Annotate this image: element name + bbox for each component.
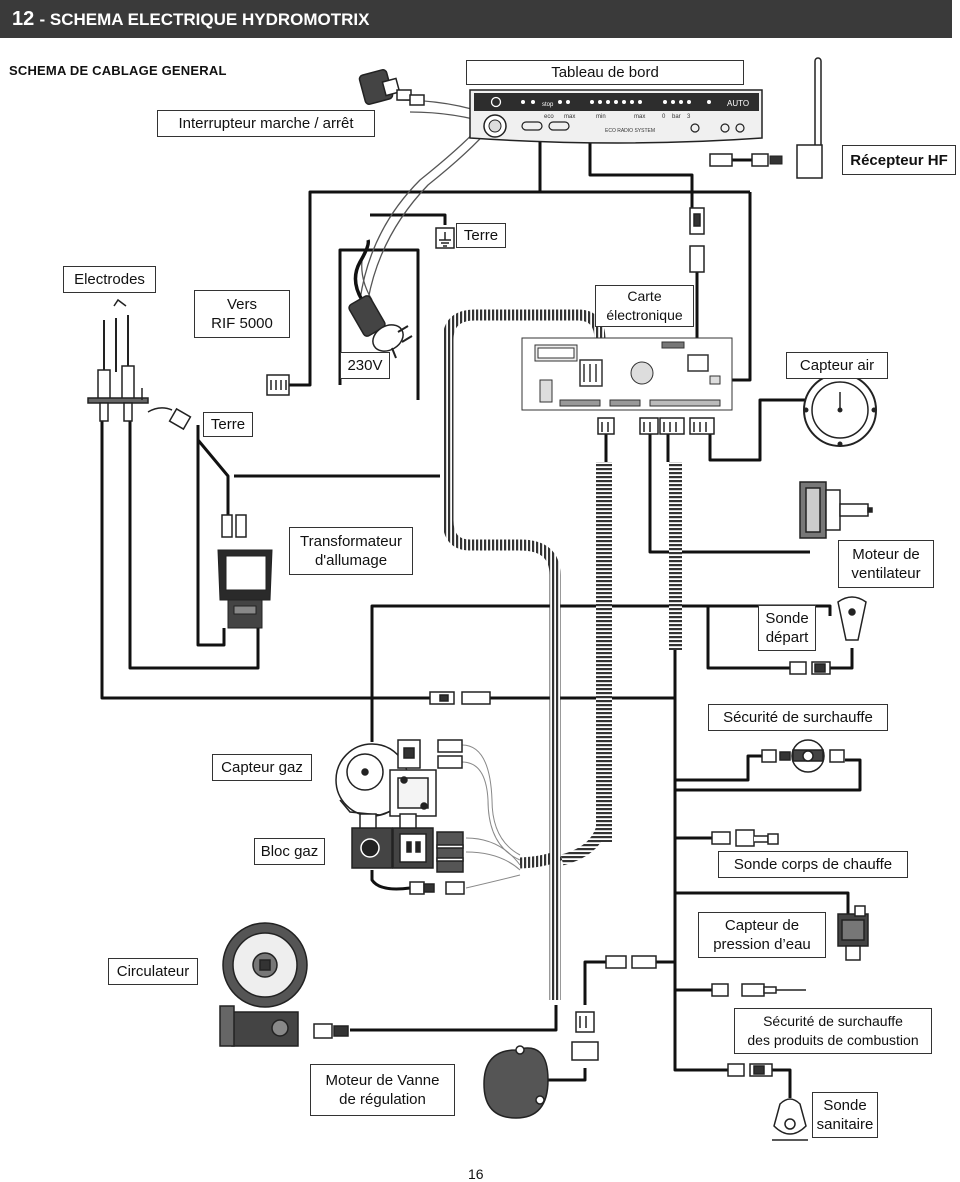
overheat-safety-icon xyxy=(761,739,845,773)
label-terre-electrodes: Terre xyxy=(203,412,253,437)
label-circulateur: Circulateur xyxy=(108,958,198,985)
section-title: - SCHEMA ELECTRIQUE HYDROMOTRIX xyxy=(39,10,370,29)
hf-receiver-icon xyxy=(709,57,823,179)
label-text: sanitaire xyxy=(816,1116,874,1133)
sanitary-sensor-icon xyxy=(727,1063,808,1141)
flow-sensor-icon xyxy=(789,596,867,675)
gas-block-wires xyxy=(461,744,521,889)
electrodes-icon xyxy=(87,298,192,431)
label-securite-produits: Sécurité de surchauffe des produits de co… xyxy=(734,1008,932,1054)
panel-eco-radio-label: ECO RADIO SYSTEM xyxy=(605,128,655,134)
label-text: Tableau de bord xyxy=(551,64,659,81)
label-text: des produits de combustion xyxy=(747,1032,919,1048)
section-number: 12 xyxy=(12,8,35,30)
control-panel: AUTO stop eco max min max 0 bar 3 ECO RA… xyxy=(469,89,763,144)
label-text: Sécurité de surchauffe xyxy=(763,1013,903,1029)
hf-connector xyxy=(689,207,705,273)
label-sonde-corps: Sonde corps de chauffe xyxy=(718,851,908,878)
panel-eco-label: eco xyxy=(544,114,554,120)
label-text: Transformateur xyxy=(300,533,402,550)
label-tableau-de-bord: Tableau de bord xyxy=(466,60,744,85)
combustion-safety-icon xyxy=(711,983,806,997)
label-bloc-gaz: Bloc gaz xyxy=(254,838,325,865)
label-sonde-sanitaire: Sonde sanitaire xyxy=(812,1092,878,1138)
label-electrodes: Electrodes xyxy=(63,266,156,293)
panel-auto-label: AUTO xyxy=(727,99,749,108)
label-text: Moteur de xyxy=(852,546,920,563)
label-text: électronique xyxy=(606,307,683,323)
label-text: Sonde xyxy=(823,1097,867,1114)
label-text: Sonde xyxy=(765,610,809,627)
label-text: Vers xyxy=(226,296,257,313)
label-text: Carte xyxy=(627,288,662,304)
label-capteur-pression: Capteur de pression d’eau xyxy=(698,912,826,958)
earth-icon xyxy=(435,227,455,249)
gas-sensor-icon xyxy=(335,739,463,817)
label-transformateur: Transformateur d'allumage xyxy=(289,527,413,575)
label-text: Capteur air xyxy=(799,357,875,374)
label-moteur-ventilateur: Moteur de ventilateur xyxy=(838,540,934,588)
ignition-transformer-icon xyxy=(217,514,273,629)
label-text: Sécurité de surchauffe xyxy=(723,709,873,726)
label-text: Moteur de Vanne xyxy=(325,1072,440,1089)
page-number: 16 xyxy=(468,1166,484,1182)
air-sensor-icon xyxy=(803,373,877,447)
panel-zero-label: 0 xyxy=(662,114,666,120)
label-capteur-air: Capteur air xyxy=(786,352,888,379)
rif-connector xyxy=(266,374,290,396)
label-interrupteur: Interrupteur marche / arrêt xyxy=(157,110,375,137)
label-moteur-vanne: Moteur de Vanne de régulation xyxy=(310,1064,455,1116)
heater-body-sensor-icon xyxy=(711,829,779,847)
label-terre-top: Terre xyxy=(456,223,506,248)
power-plug-icon xyxy=(348,295,413,359)
panel-three-label: 3 xyxy=(687,114,691,120)
diagram-subtitle: SCHEMA DE CABLAGE GENERAL xyxy=(9,63,227,78)
label-text: de régulation xyxy=(339,1091,426,1108)
label-text: Circulateur xyxy=(116,963,190,980)
label-text: Capteur de xyxy=(724,917,800,934)
page-header: 12 - SCHEMA ELECTRIQUE HYDROMOTRIX xyxy=(0,0,952,38)
label-text: Sonde corps de chauffe xyxy=(733,856,893,873)
valve-motor-icon xyxy=(483,1011,599,1119)
label-text: Capteur gaz xyxy=(221,759,303,776)
label-text: départ xyxy=(765,629,809,646)
label-text: Bloc gaz xyxy=(260,843,319,860)
fan-motor-icon xyxy=(799,481,873,539)
label-text: Récepteur HF xyxy=(850,151,948,169)
label-securite-surchauffe: Sécurité de surchauffe xyxy=(708,704,888,731)
electronic-board xyxy=(521,337,733,411)
coiled-cables xyxy=(442,309,682,1000)
label-carte-electronique: Carte électronique xyxy=(595,285,694,327)
label-sonde-depart: Sonde départ xyxy=(758,605,816,651)
inline-connectors xyxy=(429,691,657,969)
gas-block-icon xyxy=(351,813,465,895)
circulator-pump-icon xyxy=(219,922,349,1047)
switch-plug-icon xyxy=(358,69,425,106)
label-230v: 230V xyxy=(340,352,390,379)
plug-cord xyxy=(353,239,371,301)
panel-stop-label: stop xyxy=(542,102,554,108)
panel-max-label: max xyxy=(564,114,575,120)
label-text: RIF 5000 xyxy=(211,315,273,332)
panel-max2-label: max xyxy=(634,114,645,120)
board-connectors xyxy=(597,417,715,435)
label-recepteur-hf: Récepteur HF xyxy=(842,145,956,175)
label-text: ventilateur xyxy=(851,565,921,582)
panel-bar-label: bar xyxy=(672,114,681,120)
label-text: Interrupteur marche / arrêt xyxy=(178,115,354,132)
panel-min-label: min xyxy=(596,114,606,120)
label-text: d'allumage xyxy=(314,552,388,569)
label-text: 230V xyxy=(347,357,383,374)
label-text: Terre xyxy=(463,227,499,244)
label-text: pression d’eau xyxy=(713,936,811,953)
water-pressure-sensor-icon xyxy=(837,905,869,961)
label-text: Terre xyxy=(210,416,246,433)
label-text: Electrodes xyxy=(74,271,145,288)
label-capteur-gaz: Capteur gaz xyxy=(212,754,312,781)
